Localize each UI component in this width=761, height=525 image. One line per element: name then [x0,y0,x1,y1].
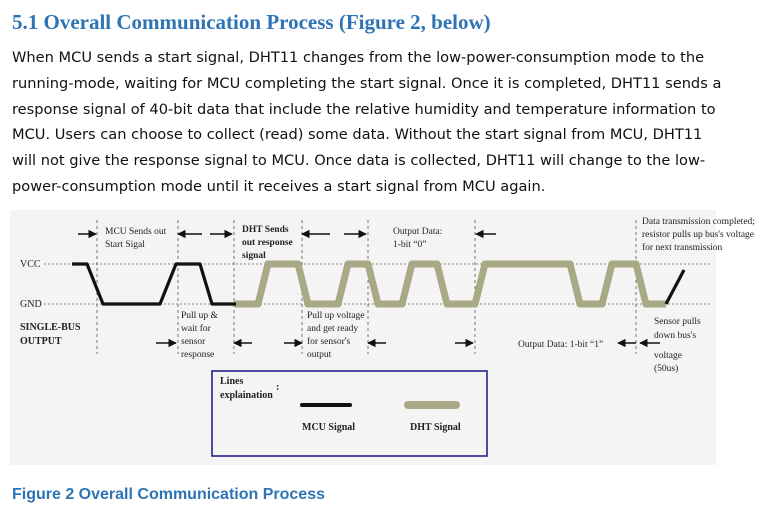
pullup-ready-label: and get ready [307,324,358,334]
pullup-ready-label: for sensor's [307,336,350,347]
sensor-pulls-label: Sensor pulls [654,317,701,327]
single-bus-label: SINGLE-BUS [20,322,81,333]
communication-timing-figure: VCC GND SINGLE-BUS OUTPUT MCU Sends out … [0,208,761,470]
legend-box [211,370,488,457]
pullup-wait-label: response [181,350,214,360]
section-heading: 5.1 Overall Communication Process (Figur… [12,10,491,34]
figure-caption: Figure 2 Overall Communication Process [12,486,325,503]
dht-response-label: out response [242,238,293,248]
mcu-legend-label: MCU Signal [302,422,355,433]
dht-signal-waveform [234,260,666,308]
body-paragraph: When MCU sends a start signal, DHT11 cha… [12,45,752,200]
mcu-start-label: MCU Sends out [105,227,167,237]
transmission-complete-label: for next transmission [642,242,722,253]
paragraph-line: MCU. Users can choose to collect (read) … [12,126,703,144]
output-one-label: Output Data: 1-bit “1” [518,340,603,350]
paragraph-line: power-consumption mode until it receives… [12,177,546,195]
pullup-ready-label: Pull up voltage [307,311,365,321]
paragraph-line: will not give the response signal to MCU… [12,152,706,170]
paragraph-line: When MCU sends a start signal, DHT11 cha… [12,49,705,66]
paragraph-line: running-mode, waiting for MCU completing… [12,74,722,92]
dht-response-label: DHT Sends [242,225,289,235]
vcc-label: VCC [20,259,41,270]
mcu-release-line [664,269,686,305]
transmission-complete-label: resistor pulls up bus's voltage [642,230,754,240]
output-zero-label: Output Data: [393,227,442,237]
mcu-start-label: Start Sigal [105,240,145,250]
output-label: OUTPUT [20,336,62,347]
pullup-ready-label: output [307,350,332,360]
mcu-signal-waveform [72,262,236,306]
pullup-wait-label: wait for [181,323,212,334]
sensor-pulls-label: down bus's [654,331,696,341]
timing-diagram: VCC GND SINGLE-BUS OUTPUT MCU Sends out … [10,210,755,465]
pullup-wait-label: sensor [181,337,206,347]
gnd-label: GND [20,299,42,310]
dht-response-label: signal [242,251,266,261]
paragraph-line: response signal of 40-bit data that incl… [12,100,716,118]
legend-title: explaination [220,390,273,401]
legend-colon: : [276,382,279,393]
sensor-pulls-label: (50us) [654,363,678,374]
output-zero-label: 1-bit “0” [393,240,427,250]
transmission-complete-label: Data transmission completed; [642,217,755,227]
sensor-pulls-label: voltage [654,351,682,361]
pullup-wait-label: Pull up & [181,311,219,321]
legend-title: Lines [220,376,243,387]
dht-legend-label: DHT Signal [410,422,461,433]
